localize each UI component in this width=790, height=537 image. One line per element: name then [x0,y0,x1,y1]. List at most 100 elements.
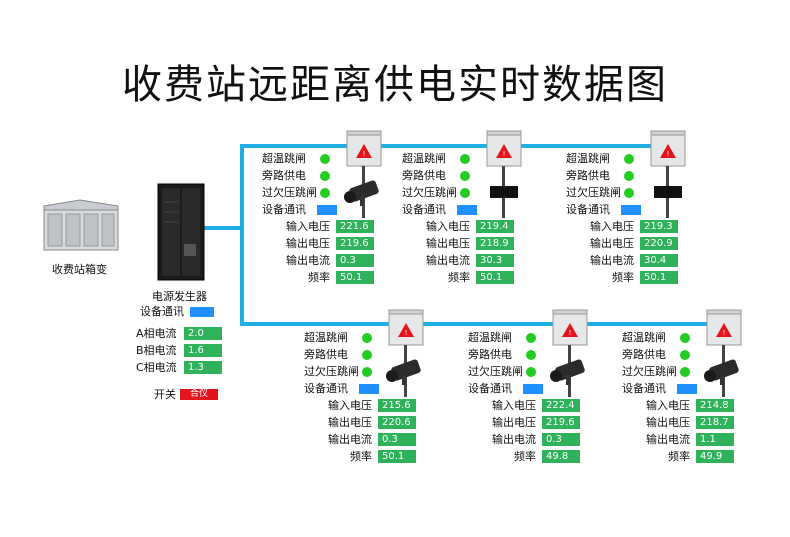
station-4-metric-label-3: 输出电流 [328,433,372,446]
substation-icon [43,199,119,251]
station-2-status-label-1: 超温跳闸 [402,152,446,165]
station-4-cabinet-icon: ! [388,309,424,346]
station-3-status-label-4: 设备通讯 [566,203,610,216]
station-2-status-label-3: 过欠压跳闸 [402,186,457,199]
station-4-metric-value-2: 220.6 [378,416,416,429]
station-4-metric-label-2: 输出电压 [328,416,372,429]
station-5-metric-label-4: 频率 [514,450,536,463]
station-6-metric-label-2: 输出电压 [646,416,690,429]
station-6-status-label-3: 过欠压跳闸 [622,365,677,378]
svg-text:!: ! [667,150,670,158]
station-3-cabinet-icon: ! [650,130,686,167]
station-6-status-indicator-2 [680,350,690,360]
generator-comm-indicator [190,307,214,317]
station-4-status-label-1: 超温跳闸 [304,331,348,344]
station-5-status-indicator-2 [526,350,536,360]
station-1-metric-value-2: 219.6 [336,237,374,250]
phase-a-label: A相电流 [136,327,177,340]
station-6-metric-value-3: 1.1 [696,433,734,446]
station-6-status-label-2: 旁路供电 [622,348,666,361]
station-6-cabinet-icon: ! [706,309,742,346]
station-6-metric-label-3: 输出电流 [646,433,690,446]
station-3-metric-value-2: 220.9 [640,237,678,250]
station-1-metric-label-4: 频率 [308,271,330,284]
station-2-comm-indicator [457,205,477,215]
substation-label: 收费站箱变 [52,263,107,276]
station-2-metric-value-2: 218.9 [476,237,514,250]
station-1-status-label-1: 超温跳闸 [262,152,306,165]
station-6-metric-label-1: 输入电压 [646,399,690,412]
station-1-metric-value-3: 0.3 [336,254,374,267]
station-2-metric-label-1: 输入电压 [426,220,470,233]
station-1-metric-value-1: 221.6 [336,220,374,233]
station-2-device-block-icon [490,186,518,198]
station-1-metric-value-4: 50.1 [336,271,374,284]
station-1-status-label-2: 旁路供电 [262,169,306,182]
station-2-cabinet-icon: ! [486,130,522,167]
station-2-status-indicator-2 [460,171,470,181]
station-4-status-label-4: 设备通讯 [304,382,348,395]
station-2-metric-value-3: 30.3 [476,254,514,267]
station-5-status-label-4: 设备通讯 [468,382,512,395]
phase-b-label: B相电流 [136,344,177,357]
phase-b-value: 1.6 [184,344,222,357]
station-3-metric-label-1: 输入电压 [590,220,634,233]
station-6-status-label-4: 设备通讯 [622,382,666,395]
station-5-metric-label-3: 输出电流 [492,433,536,446]
station-5-metric-value-4: 49.8 [542,450,580,463]
station-3-metric-label-4: 频率 [612,271,634,284]
station-4-metric-value-1: 215.6 [378,399,416,412]
station-2-metric-label-2: 输出电压 [426,237,470,250]
station-1-status-label-3: 过欠压跳闸 [262,186,317,199]
station-1-status-indicator-3 [320,188,330,198]
station-4-metric-label-1: 输入电压 [328,399,372,412]
svg-text:!: ! [569,329,572,337]
network-line-bottom [240,322,740,326]
station-5-metric-value-1: 222.4 [542,399,580,412]
station-4-metric-label-4: 频率 [350,450,372,463]
station-6-status-indicator-3 [680,367,690,377]
station-5-status-label-3: 过欠压跳闸 [468,365,523,378]
station-6-metric-value-4: 49.9 [696,450,734,463]
station-4-metric-value-4: 50.1 [378,450,416,463]
station-3-device-block-icon [654,186,682,198]
station-5-cabinet-icon: ! [552,309,588,346]
station-4-status-label-3: 过欠压跳闸 [304,365,359,378]
station-4-metric-value-3: 0.3 [378,433,416,446]
station-1-status-indicator-1 [320,154,330,164]
station-6-comm-indicator [677,384,697,394]
station-1-status-label-4: 设备通讯 [262,203,306,216]
switch-state-badge[interactable]: 合仪 [180,389,218,400]
station-2-metric-label-3: 输出电流 [426,254,470,267]
station-1-metric-label-2: 输出电压 [286,237,330,250]
switch-label: 开关 [154,388,176,401]
station-2-status-indicator-3 [460,188,470,198]
station-5-metric-label-1: 输入电压 [492,399,536,412]
station-3-status-label-3: 过欠压跳闸 [566,186,621,199]
station-3-status-label-1: 超温跳闸 [566,152,610,165]
station-4-camera-icon [386,359,421,385]
station-2-status-label-4: 设备通讯 [402,203,446,216]
station-3-metric-label-3: 输出电流 [590,254,634,267]
station-3-status-indicator-3 [624,188,634,198]
station-6-camera-icon [704,359,739,385]
station-3-comm-indicator [621,205,641,215]
network-line-vertical [240,144,244,326]
station-1-metric-label-1: 输入电压 [286,220,330,233]
station-5-comm-indicator [523,384,543,394]
station-1-camera-icon [344,180,379,206]
station-6-metric-value-2: 218.7 [696,416,734,429]
station-4-status-label-2: 旁路供电 [304,348,348,361]
station-1-comm-indicator [317,205,337,215]
station-5-status-label-2: 旁路供电 [468,348,512,361]
station-5-camera-icon [550,359,585,385]
phase-a-value: 2.0 [184,327,222,340]
phase-c-label: C相电流 [136,361,177,374]
station-1-status-indicator-2 [320,171,330,181]
phase-c-value: 1.3 [184,361,222,374]
station-5-status-label-1: 超温跳闸 [468,331,512,344]
station-1-cabinet-icon: ! [346,130,382,167]
generator-cabinet-icon [157,183,205,281]
station-4-status-indicator-2 [362,350,372,360]
station-3-status-indicator-1 [624,154,634,164]
